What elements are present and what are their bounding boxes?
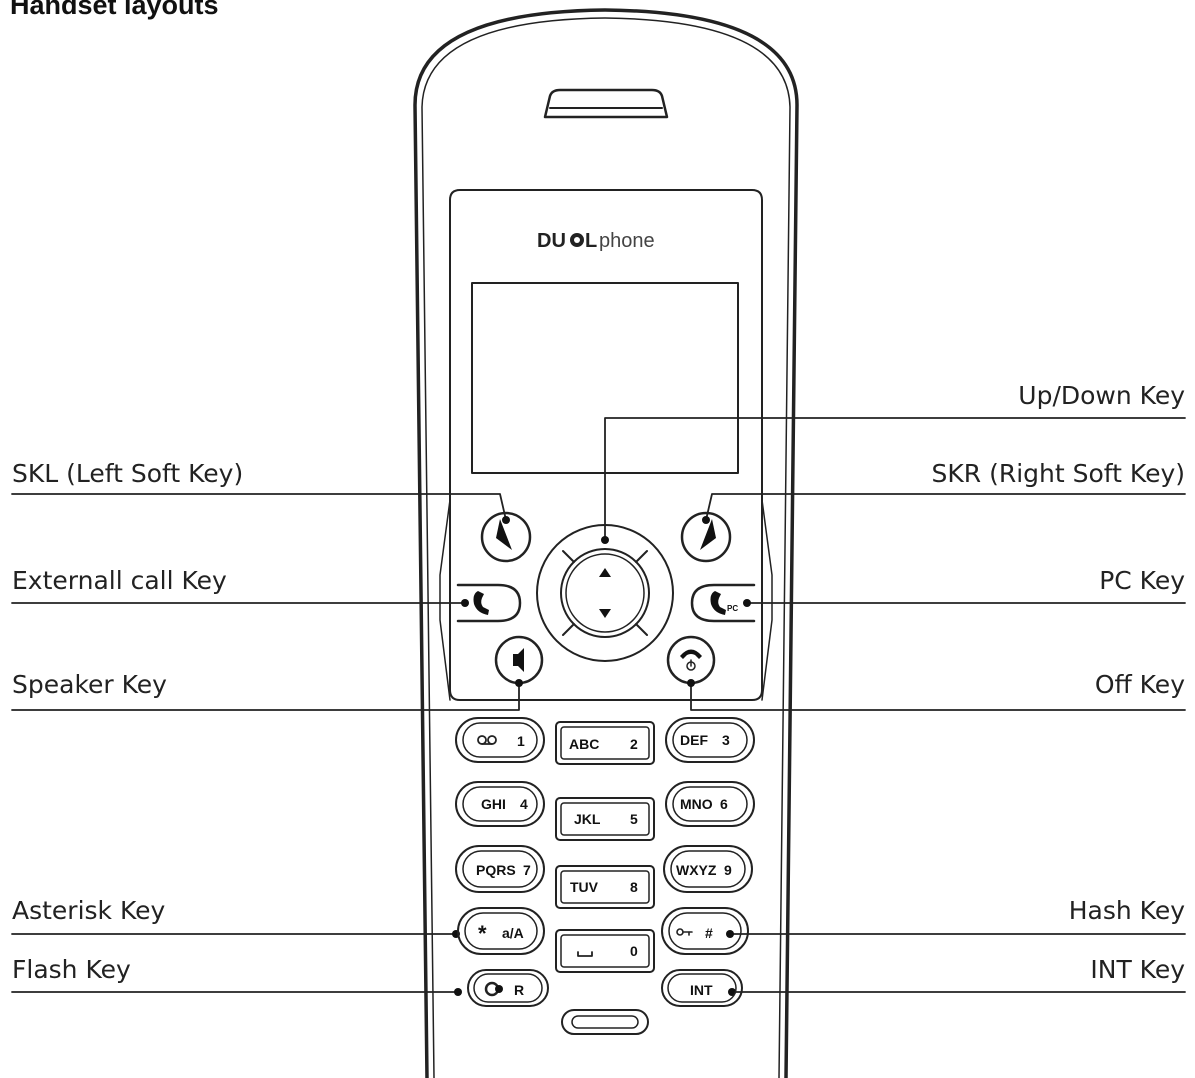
end-call-icon	[680, 649, 702, 659]
label-external-call-key: Externall call Key	[12, 566, 227, 595]
microphone-slot	[561, 1009, 649, 1035]
off-key[interactable]	[666, 635, 716, 685]
front-panel	[449, 189, 763, 701]
key-9[interactable]: WXYZ 9	[663, 845, 753, 893]
key-hash-symbol: #	[705, 925, 713, 941]
label-flash-key: Flash Key	[12, 955, 131, 984]
key-asterisk-text: a/A	[502, 925, 524, 941]
key-8-digit: 8	[630, 879, 638, 895]
key-7-letters: PQRS	[476, 862, 516, 878]
brand-du: DU	[537, 230, 566, 252]
key-2[interactable]: ABC 2	[555, 721, 655, 765]
key-0-digit: 0	[630, 943, 638, 959]
key-hash[interactable]: #	[661, 907, 749, 955]
flash-icon	[484, 981, 503, 997]
right-soft-key[interactable]	[680, 511, 732, 563]
key-5-digit: 5	[630, 811, 638, 827]
key-8[interactable]: TUV 8	[555, 865, 655, 909]
callout-lines	[11, 417, 1186, 993]
space-icon	[577, 951, 593, 957]
key-2-letters: ABC	[569, 736, 599, 752]
down-arrow-icon	[599, 609, 611, 618]
key-6-digit: 6	[720, 796, 728, 812]
label-speaker-key: Speaker Key	[12, 670, 167, 699]
speaker-icon	[513, 648, 524, 672]
key-6-letters: MNO	[680, 796, 713, 812]
label-asterisk-key: Asterisk Key	[12, 896, 166, 925]
key-asterisk[interactable]: * a/A	[457, 907, 545, 955]
key-5[interactable]: JKL 5	[555, 797, 655, 841]
key-9-letters: WXYZ	[676, 862, 717, 878]
left-soft-key[interactable]	[480, 511, 532, 563]
brand-phone: phone	[599, 230, 655, 252]
key-asterisk-symbol: *	[478, 921, 487, 946]
page-title: Handset layouts	[10, 0, 219, 20]
key-3-letters: DEF	[680, 732, 708, 748]
phone-icon	[710, 591, 726, 615]
key-6[interactable]: MNO 6	[665, 781, 755, 827]
pc-key-mark: PC	[727, 604, 738, 613]
key-lock-icon	[676, 928, 693, 936]
key-flash-text: R	[514, 982, 524, 998]
key-8-letters: TUV	[570, 879, 599, 895]
handset-body	[413, 8, 799, 1078]
key-int[interactable]: INT	[661, 969, 743, 1007]
key-flash[interactable]: R	[467, 969, 549, 1007]
label-pc-key: PC Key	[1099, 566, 1185, 595]
speaker-key[interactable]	[494, 635, 544, 685]
key-4-digit: 4	[520, 796, 528, 812]
label-up-down-key: Up/Down Key	[1018, 381, 1185, 410]
earpiece	[543, 88, 669, 119]
key-3[interactable]: DEF 3	[665, 717, 755, 763]
label-hash-key: Hash Key	[1068, 896, 1185, 925]
key-4[interactable]: GHI 4	[455, 781, 545, 827]
soft-key-arrow-icon	[496, 519, 512, 550]
pc-key[interactable]: PC	[690, 583, 756, 623]
navigation-key[interactable]	[536, 524, 674, 662]
key-7[interactable]: PQRS 7	[455, 845, 545, 893]
callout-dots	[452, 516, 751, 996]
key-1-digit: 1	[517, 733, 525, 749]
key-5-letters: JKL	[574, 811, 601, 827]
external-call-key[interactable]	[456, 583, 522, 623]
key-0[interactable]: 0	[555, 929, 655, 973]
voicemail-icon	[477, 735, 497, 745]
label-skr: SKR (Right Soft Key)	[931, 459, 1185, 488]
key-9-digit: 9	[724, 862, 732, 878]
key-4-letters: GHI	[481, 796, 506, 812]
key-7-digit: 7	[523, 862, 531, 878]
phone-icon	[473, 591, 489, 615]
brand-l: L	[585, 230, 597, 252]
soft-key-arrow-icon	[700, 519, 716, 550]
label-skl: SKL (Left Soft Key)	[12, 459, 244, 488]
label-off-key: Off Key	[1094, 670, 1185, 699]
up-arrow-icon	[599, 568, 611, 577]
key-1[interactable]: 1	[455, 717, 545, 763]
key-3-digit: 3	[722, 732, 730, 748]
brand-logo: DU L phone	[537, 230, 655, 252]
key-int-text: INT	[690, 982, 713, 998]
label-int-key: INT Key	[1090, 955, 1185, 984]
key-2-digit: 2	[630, 736, 638, 752]
